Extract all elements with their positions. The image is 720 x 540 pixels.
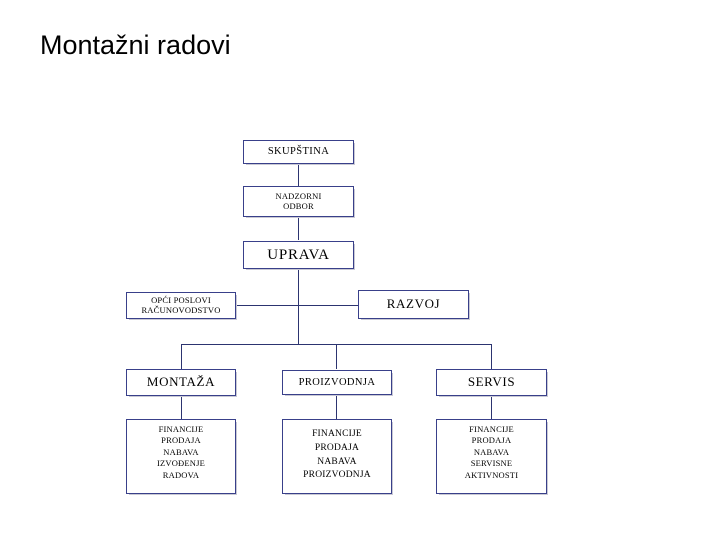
connector-uprava-spine [298,268,299,344]
node-uprava[interactable]: UPRAVA [243,241,354,269]
connector-montaza-functions [181,396,182,419]
node-proizvodnja-label: PROIZVODNJA [298,376,376,388]
node-montaza-functions-label: FINANCIJE PRODAJA NABAVA IZVOĐENJE RADOV… [156,424,206,480]
node-uprava-label: UPRAVA [267,246,330,263]
node-montaza[interactable]: MONTAŽA [126,369,236,396]
node-razvoj-label: RAZVOJ [386,296,441,312]
node-servis-functions[interactable]: FINANCIJE PRODAJA NABAVA SERVISNE AKTIVN… [436,419,547,494]
node-montaza-label: MONTAŽA [146,374,216,390]
connector-nadzorni-uprava [298,216,299,240]
node-proizvodnja[interactable]: PROIZVODNJA [282,370,392,395]
node-servis-label: SERVIS [467,374,516,390]
node-opci-poslovi-label: OPĆI POSLOVI RAČUNOVODSTVO [141,295,221,315]
page-title: Montažni radovi [40,30,231,60]
node-montaza-functions[interactable]: FINANCIJE PRODAJA NABAVA IZVOĐENJE RADOV… [126,419,236,494]
connector-bus-proizvodnja [336,344,337,369]
node-nadzorni-odbor[interactable]: NADZORNI ODBOR [243,186,354,217]
node-opci-poslovi-racunovodstvo[interactable]: OPĆI POSLOVI RAČUNOVODSTVO [126,292,236,319]
node-proizvodnja-functions-label: FINANCIJE PRODAJA NABAVA PROIZVODNJA [303,429,371,481]
connector-skupstina-nadzorni [298,163,299,186]
connector-servis-functions [491,396,492,419]
node-servis[interactable]: SERVIS [436,369,547,396]
node-proizvodnja-functions[interactable]: FINANCIJE PRODAJA NABAVA PROIZVODNJA [282,419,392,494]
node-skupstina-label: SKUPŠTINA [267,146,330,158]
connector-bus-servis [491,344,492,369]
connector-staff-horizontal [235,305,359,306]
node-razvoj[interactable]: RAZVOJ [358,290,469,319]
node-skupstina[interactable]: SKUPŠTINA [243,140,354,164]
connector-proizvodnja-functions [336,396,337,419]
node-servis-functions-label: FINANCIJE PRODAJA NABAVA SERVISNE AKTIVN… [464,424,519,480]
node-nadzorni-odbor-label: NADZORNI ODBOR [275,191,322,211]
connector-bus-montaza [181,344,182,369]
